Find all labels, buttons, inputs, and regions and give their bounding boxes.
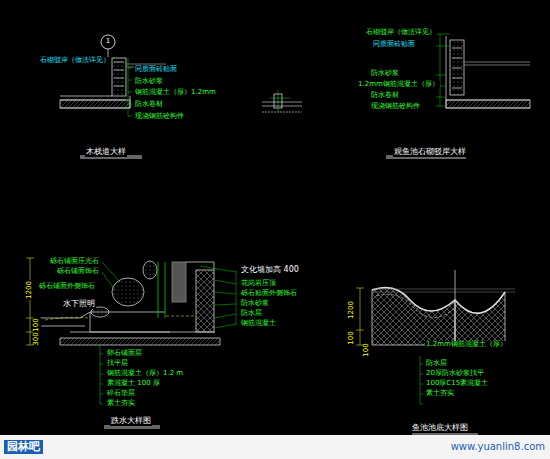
callout-label: 同质面砖贴面 xyxy=(134,66,178,74)
dimension-text: 1200 xyxy=(26,280,34,300)
callout-label: 防水砂浆 xyxy=(240,300,270,308)
callout-label: 石砌驳岸（做法详见） xyxy=(365,29,437,37)
callout-label: 钢筋混凝土 xyxy=(240,320,277,328)
callout-label: 砾石贴面外侧饰石 xyxy=(240,290,298,298)
callout-label: 钢筋混凝土（厚）1.2 m xyxy=(106,370,184,378)
callout-label: 同质面砖贴面 xyxy=(372,41,416,49)
watermark-bar xyxy=(0,435,550,459)
dimension-text: 100 xyxy=(348,330,356,345)
callout-label: 现浇钢筋砼构件 xyxy=(370,103,421,111)
callout-label: 卵石铺面层 xyxy=(106,350,143,358)
dimension-text: 1200 xyxy=(348,300,356,320)
watermark: www.yuanlin8.com xyxy=(450,441,546,452)
callout-label: 1.2mm钢筋混凝土（厚） xyxy=(357,81,440,89)
callout-label: 钢筋混凝土（厚）1.2mm xyxy=(134,89,217,97)
callout-label: 防水层 xyxy=(425,360,448,368)
callout-label: 防水卷材 xyxy=(134,101,164,109)
detail-title: 鱼池池底大样图 xyxy=(411,424,469,433)
callout-label: 现浇钢筋砼构件 xyxy=(134,113,185,121)
callout-label: 石砌驳岸（做法详见） xyxy=(39,57,111,65)
detail-title: 跌水大样图 xyxy=(110,417,152,426)
callout-label: 防水砂浆 xyxy=(370,70,400,78)
callout-label: 碎石垫层 xyxy=(106,390,136,398)
waterfall-detail xyxy=(26,258,236,428)
callout-label: 找平层 xyxy=(106,360,129,368)
callout-label: 素土夯实 xyxy=(425,390,455,398)
dimension-text: 100 xyxy=(363,342,371,357)
revetment-detail xyxy=(386,34,530,158)
callout-label: 砾石铺面饰石 xyxy=(56,268,100,276)
detail-title: 1 xyxy=(105,38,111,46)
callout-label: 防水层 xyxy=(240,310,263,318)
callout-label: 100厚C15素混凝土 xyxy=(425,380,489,388)
callout-label: 素土夯实 xyxy=(106,400,136,408)
boardwalk-detail xyxy=(60,35,302,158)
callout-label: 20厚防水砂浆找平 xyxy=(425,370,485,378)
detail-title: 观鱼池石砌驳岸大样 xyxy=(393,148,467,157)
detail-title: 木栈道大样 xyxy=(85,148,127,157)
pond-bottom-detail xyxy=(356,270,515,436)
detail-title: 文化墙加高 400 xyxy=(240,266,300,275)
watermark: 园林吧 xyxy=(4,440,43,454)
callout-label: 花岗岩压顶 xyxy=(240,280,277,288)
callout-label: 砾石铺面外侧饰石 xyxy=(38,283,96,291)
callout-label: 防水卷材 xyxy=(370,92,400,100)
dimension-text: 300 xyxy=(33,331,41,346)
callout-label: 素混凝土 100 厚 xyxy=(106,380,161,388)
callout-label: 1.2mm钢筋混凝土（厚） xyxy=(425,341,508,349)
callout-label: 防水砂浆 xyxy=(134,78,164,86)
detail-title: 水下照明 xyxy=(62,300,96,309)
callout-label: 砾石铺面压光石 xyxy=(49,258,100,266)
